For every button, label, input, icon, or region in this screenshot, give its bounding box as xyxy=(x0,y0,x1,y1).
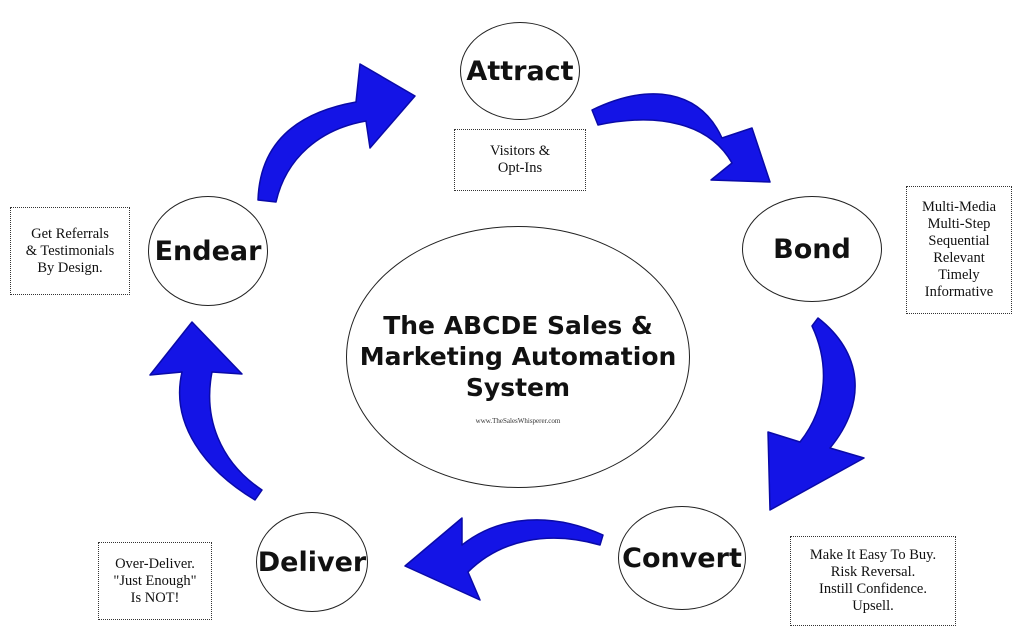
stage-endear-label: Endear xyxy=(154,235,262,267)
stage-bond-label: Bond xyxy=(773,233,851,265)
stage-endear: Endear xyxy=(148,196,268,306)
arrow-deliver-to-endear xyxy=(149,321,263,501)
stage-deliver: Deliver xyxy=(256,512,368,612)
stage-convert: Convert xyxy=(618,506,746,610)
center-title: The ABCDE Sales & Marketing Automation S… xyxy=(359,310,677,402)
stage-attract-label: Attract xyxy=(466,55,574,87)
stage-deliver-label: Deliver xyxy=(257,546,367,578)
note-bond: Multi-Media Multi-Step Sequential Releva… xyxy=(906,186,1012,314)
arrow-convert-to-deliver xyxy=(404,517,604,601)
note-deliver: Over-Deliver. "Just Enough" Is NOT! xyxy=(98,542,212,620)
stage-convert-label: Convert xyxy=(622,542,742,574)
note-endear: Get Referrals & Testimonials By Design. xyxy=(10,207,130,295)
stage-bond: Bond xyxy=(742,196,882,302)
arrow-attract-to-bond xyxy=(591,93,771,183)
arrow-bond-to-convert xyxy=(767,317,865,511)
note-attract: Visitors & Opt-Ins xyxy=(454,129,586,191)
center-url: www.TheSalesWhisperer.com xyxy=(475,416,561,425)
stage-attract: Attract xyxy=(460,22,580,120)
center-ellipse: The ABCDE Sales & Marketing Automation S… xyxy=(346,226,690,488)
arrow-endear-to-attract xyxy=(257,63,416,203)
note-convert: Make It Easy To Buy. Risk Reversal. Inst… xyxy=(790,536,956,626)
